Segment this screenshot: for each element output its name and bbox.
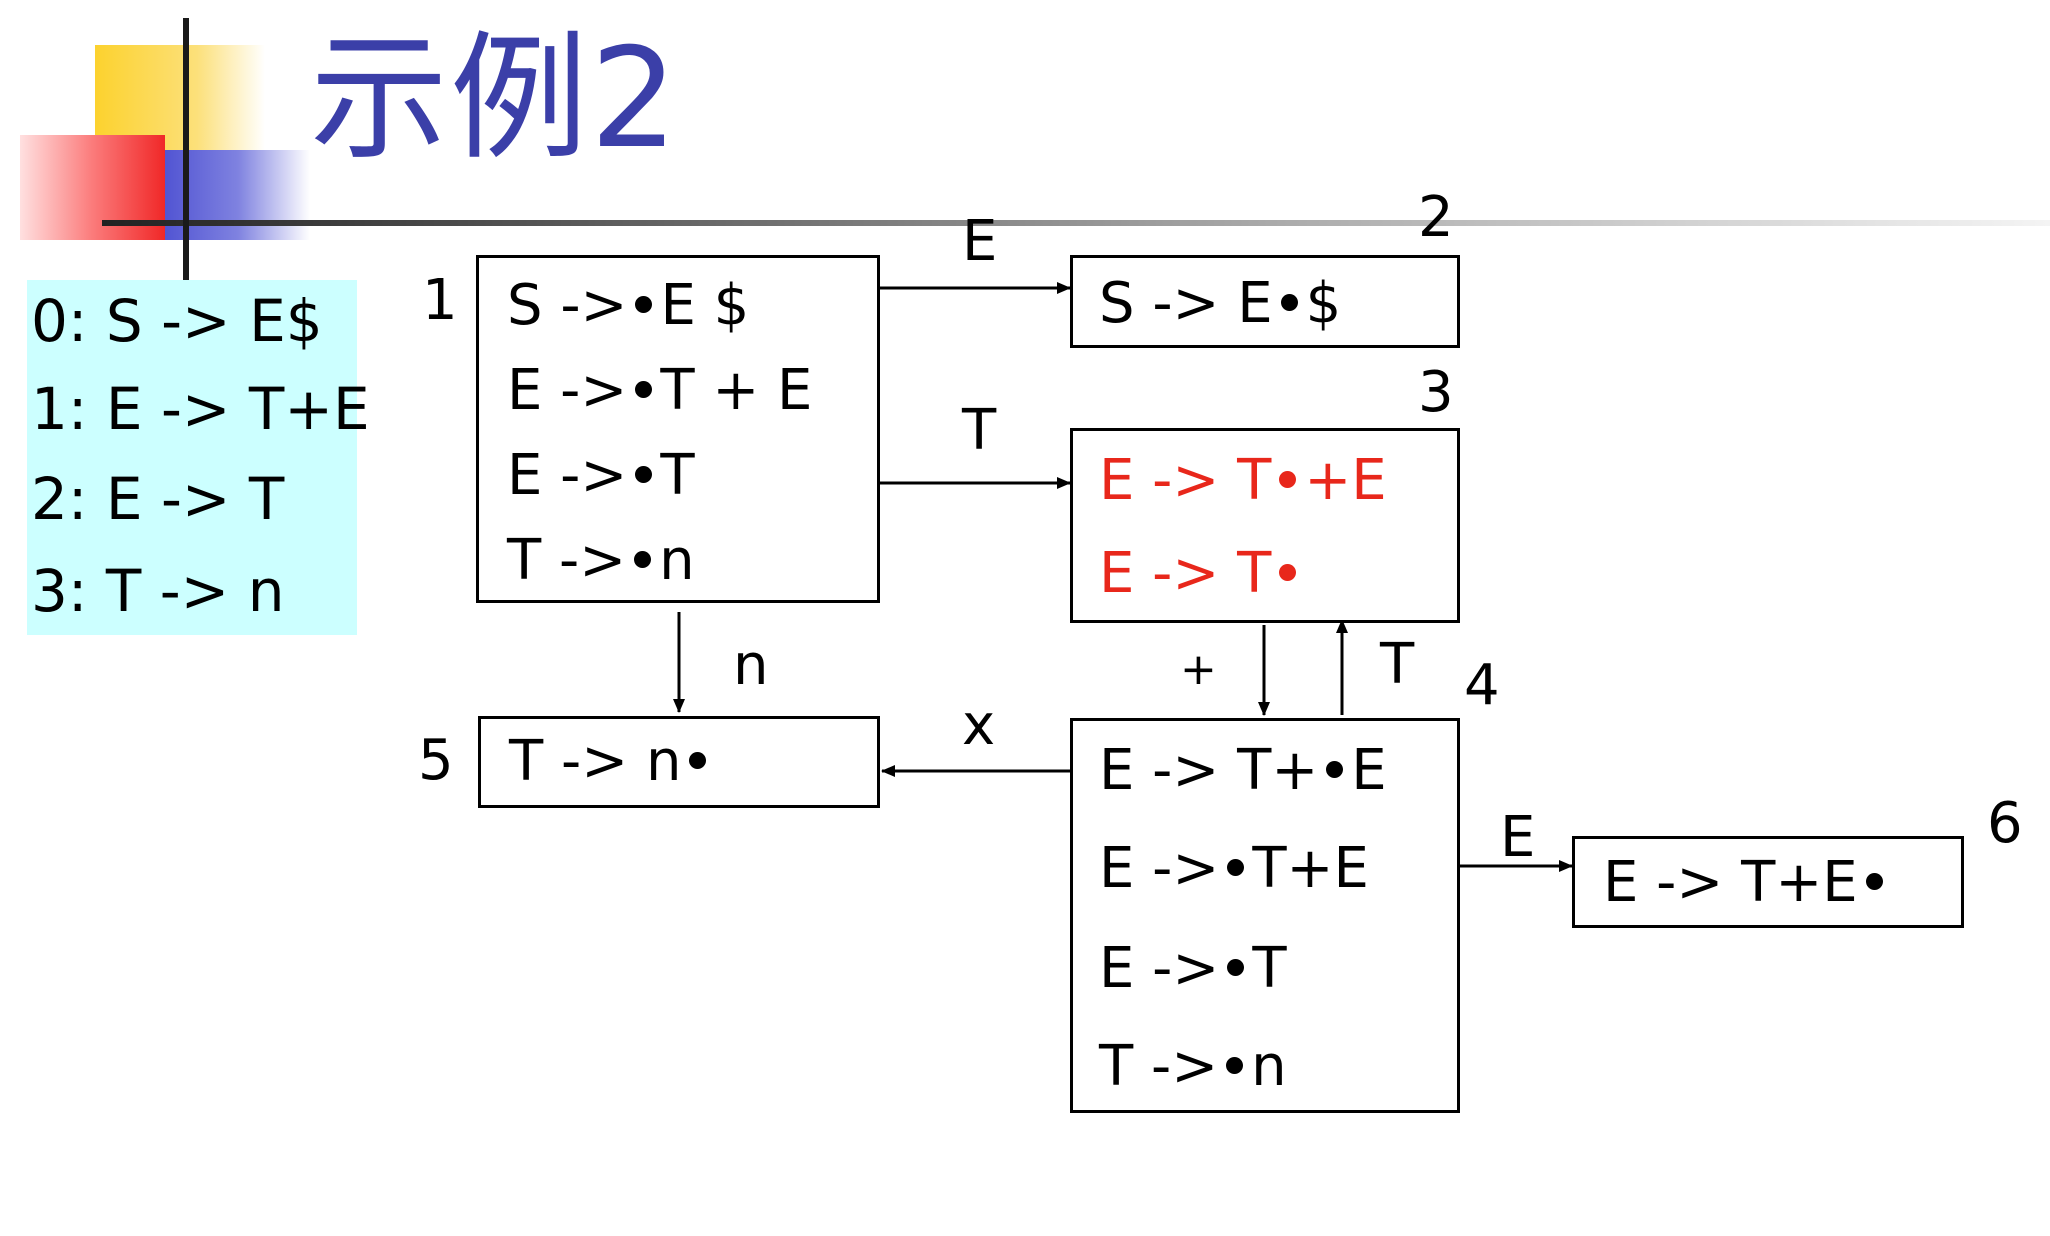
item-dot — [634, 551, 652, 569]
item-dot — [1226, 1057, 1244, 1075]
state-number: 4 — [1464, 653, 1500, 718]
lr-item: S ->E $ — [507, 273, 750, 338]
item-dot — [635, 296, 653, 314]
state-number: 5 — [418, 728, 454, 793]
grammar-rule: 0: S -> E$ — [31, 287, 323, 355]
grammar-rule: 2: E -> T — [31, 465, 285, 533]
lr-item: E ->T+E — [1099, 836, 1369, 901]
lr-item: S -> E$ — [1099, 271, 1342, 336]
edge-label: + — [1180, 644, 1217, 695]
edge-label: E — [1500, 805, 1536, 870]
slide-decoration — [20, 18, 2050, 280]
item-dot — [1227, 859, 1245, 877]
state-number: 2 — [1418, 185, 1454, 250]
lr-item: E -> T+E — [1603, 855, 1891, 911]
item-dot — [1280, 294, 1298, 312]
state-number: 3 — [1418, 360, 1454, 425]
grammar-panel: 0: S -> E$ 1: E -> T+E 2: E -> T 3: T ->… — [27, 280, 370, 635]
item-dot — [1279, 471, 1297, 489]
page-title: 示例2 — [310, 18, 680, 179]
lr-item: E -> T+E — [1099, 738, 1387, 803]
edge-label: T — [962, 398, 997, 463]
item-dot — [1279, 564, 1297, 582]
item-dot — [1865, 873, 1883, 891]
lr-item: E ->T — [1099, 936, 1287, 1001]
item-dot — [689, 752, 707, 770]
state-3-box: E -> T+E E -> T — [1070, 428, 1460, 623]
state-6-box: E -> T+E — [1572, 836, 1964, 928]
edge-label: x — [962, 693, 996, 758]
lr-item: T ->n — [507, 528, 695, 593]
item-dot — [635, 466, 653, 484]
grammar-rule: 1: E -> T+E — [31, 375, 370, 443]
state-number: 1 — [422, 268, 458, 333]
lr-item: T ->n — [1099, 1034, 1287, 1099]
edge-label: E — [962, 209, 998, 274]
lr-item: E -> T+E — [1099, 448, 1387, 513]
state-2-box: S -> E$ — [1070, 255, 1460, 348]
state-number: 6 — [1987, 791, 2023, 856]
grammar-rule: 3: T -> n — [31, 557, 285, 625]
lr-item: E -> T — [1099, 546, 1304, 602]
lr-item: E ->T + E — [507, 358, 813, 423]
item-dot — [1227, 959, 1245, 977]
edge-label: n — [733, 633, 769, 698]
state-1-box: S ->E $ E ->T + E E ->T T ->n — [476, 255, 880, 603]
item-dot — [1326, 761, 1344, 779]
item-dot — [635, 381, 653, 399]
state-4-box: E -> T+E E ->T+E E ->T T ->n — [1070, 718, 1460, 1113]
lr-item: E ->T — [507, 443, 695, 508]
state-5-box: T -> n — [478, 716, 880, 808]
lr-item: T -> n — [509, 734, 714, 790]
edge-label: T — [1380, 632, 1415, 697]
